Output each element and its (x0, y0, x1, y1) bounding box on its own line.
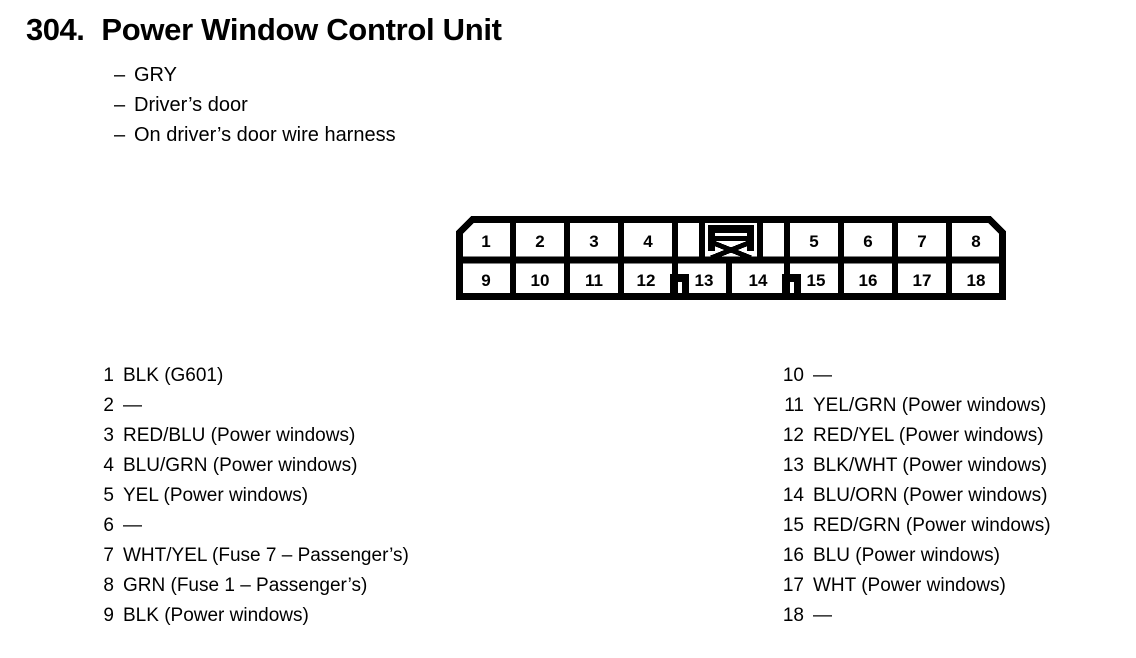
pin-row: 16 BLU (Power windows) (778, 545, 1051, 575)
subtitle-item-color: – GRY (114, 60, 396, 90)
pin-number: 18 (782, 605, 804, 626)
pin-description: RED/YEL (Power windows) (813, 425, 1044, 446)
dash-bullet-icon: – (114, 124, 126, 146)
pin-description: BLU/GRN (Power windows) (123, 455, 358, 476)
pin-row: 5 YEL (Power windows) (88, 485, 409, 515)
pin-row: 12 RED/YEL (Power windows) (778, 425, 1051, 455)
connector-cell-18: 18 (967, 271, 986, 290)
pin-number: 15 (782, 515, 804, 536)
locking-key-tab-right (782, 274, 801, 297)
connector-cell-10: 10 (531, 271, 550, 290)
connector-cell-9: 9 (481, 271, 490, 290)
pin-row: 2 — (88, 395, 409, 425)
dash-bullet-icon: – (114, 64, 126, 86)
pin-number: 10 (782, 365, 804, 386)
connector-cell-6: 6 (863, 232, 872, 251)
connector-cell-8: 8 (971, 232, 980, 251)
pin-row: 17 WHT (Power windows) (778, 575, 1051, 605)
subtitle-item-location: – Driver’s door (114, 90, 396, 120)
pin-row: 14 BLU/ORN (Power windows) (778, 485, 1051, 515)
pin-number: 13 (782, 455, 804, 476)
pin-number: 2 (103, 395, 114, 416)
connector-cell-13: 13 (695, 271, 714, 290)
pin-description: RED/BLU (Power windows) (123, 425, 356, 446)
connector-cell-5: 5 (809, 232, 818, 251)
connector-cell-15: 15 (807, 271, 826, 290)
pin-number: 1 (103, 365, 114, 386)
pin-description: BLU (Power windows) (813, 545, 1000, 566)
connector-cell-11: 11 (585, 271, 603, 290)
pin-number: 5 (103, 485, 114, 506)
connector-cell-17: 17 (913, 271, 932, 290)
pin-description: YEL (Power windows) (123, 485, 309, 506)
subtitle-label-color: GRY (134, 64, 177, 86)
pin-number: 9 (103, 605, 114, 626)
subtitle-list: – GRY – Driver’s door – On driver’s door… (114, 60, 396, 150)
subtitle-item-harness: – On driver’s door wire harness (114, 120, 396, 150)
pin-list-right: 10 — 11 YEL/GRN (Power windows) 12 RED/Y… (778, 365, 1051, 635)
pin-description: — (123, 395, 142, 416)
connector-cell-4: 4 (643, 232, 653, 251)
pin-row: 9 BLK (Power windows) (88, 605, 409, 635)
connector-cell-16: 16 (859, 271, 878, 290)
dash-bullet-icon: – (114, 94, 126, 116)
locking-key-tab-left (670, 274, 689, 297)
connector-cell-2: 2 (535, 232, 544, 251)
pin-number: 14 (782, 485, 804, 506)
connector-cell-14: 14 (749, 271, 768, 290)
pin-number: 16 (782, 545, 804, 566)
pin-description: — (813, 365, 832, 386)
pin-row: 8 GRN (Fuse 1 – Passenger’s) (88, 575, 409, 605)
pin-description: BLU/ORN (Power windows) (813, 485, 1048, 506)
page-title: 304. Power Window Control Unit (26, 12, 502, 48)
pin-row: 7 WHT/YEL (Fuse 7 – Passenger’s) (88, 545, 409, 575)
pin-row: 13 BLK/WHT (Power windows) (778, 455, 1051, 485)
pin-number: 6 (103, 515, 114, 536)
pin-number: 8 (103, 575, 114, 596)
pin-description: BLK (G601) (123, 365, 224, 386)
connector-diagram: 1 2 3 4 5 6 7 8 9 10 11 12 13 14 15 16 1… (456, 216, 1006, 300)
pin-description: RED/GRN (Power windows) (813, 515, 1051, 536)
pin-number: 17 (782, 575, 804, 596)
subtitle-label-harness: On driver’s door wire harness (134, 124, 396, 146)
connector-cell-3: 3 (589, 232, 598, 251)
pin-row: 10 — (778, 365, 1051, 395)
pin-description: GRN (Fuse 1 – Passenger’s) (123, 575, 368, 596)
pin-row: 15 RED/GRN (Power windows) (778, 515, 1051, 545)
pin-number: 3 (103, 425, 114, 446)
pin-row: 11 YEL/GRN (Power windows) (778, 395, 1051, 425)
pin-row: 1 BLK (G601) (88, 365, 409, 395)
pin-description: — (813, 605, 832, 626)
page-title-text: Power Window Control Unit (101, 12, 502, 47)
pin-number: 11 (784, 395, 804, 416)
pin-description: WHT/YEL (Fuse 7 – Passenger’s) (123, 545, 409, 566)
pin-list-left: 1 BLK (G601) 2 — 3 RED/BLU (Power window… (88, 365, 409, 635)
connector-cell-12: 12 (637, 271, 656, 290)
pin-description: WHT (Power windows) (813, 575, 1006, 596)
connector-cell-1: 1 (481, 232, 490, 251)
subtitle-label-location: Driver’s door (134, 94, 248, 116)
pin-row: 4 BLU/GRN (Power windows) (88, 455, 409, 485)
pin-description: — (123, 515, 142, 536)
pin-number: 12 (782, 425, 804, 446)
latch-icon (708, 225, 754, 261)
pin-row: 6 — (88, 515, 409, 545)
page-title-number: 304. (26, 12, 85, 47)
pin-description: BLK (Power windows) (123, 605, 309, 626)
pin-number: 7 (103, 545, 114, 566)
pin-row: 18 — (778, 605, 1051, 635)
connector-cell-7: 7 (917, 232, 926, 251)
pin-description: YEL/GRN (Power windows) (813, 395, 1047, 416)
pin-description: BLK/WHT (Power windows) (813, 455, 1048, 476)
pin-row: 3 RED/BLU (Power windows) (88, 425, 409, 455)
connector-outline (456, 216, 1006, 300)
pin-number: 4 (103, 455, 114, 476)
